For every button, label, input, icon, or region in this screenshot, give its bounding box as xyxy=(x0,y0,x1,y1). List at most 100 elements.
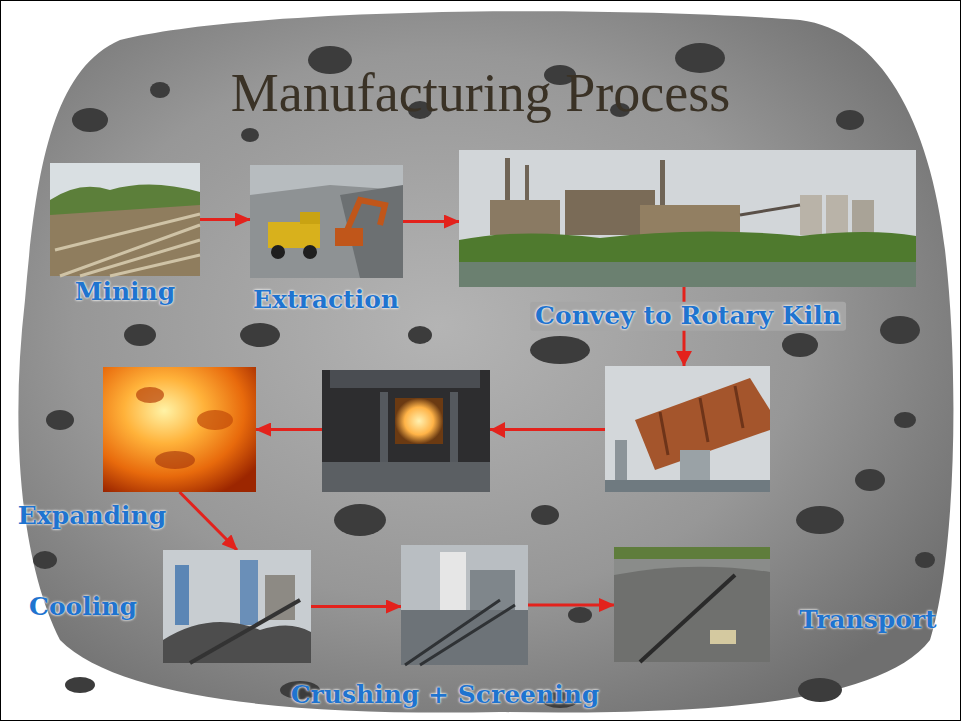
photo-truck xyxy=(268,222,320,248)
step-label-holder: Mining xyxy=(75,278,176,307)
plant-photo xyxy=(459,150,916,287)
photo-fire xyxy=(103,367,256,492)
pore xyxy=(240,323,280,347)
step-label: Cooling xyxy=(29,593,137,622)
photo-frame xyxy=(380,392,388,462)
flow-arrow xyxy=(528,604,614,607)
step-label-holder: Transport xyxy=(799,606,936,635)
pore xyxy=(915,552,935,568)
step-label-holder: Crushing + Screening xyxy=(291,681,600,710)
pore xyxy=(836,110,864,130)
photo-sky xyxy=(605,366,770,492)
extraction-photo xyxy=(250,165,403,278)
pore xyxy=(796,506,844,534)
flow-arrow xyxy=(403,220,459,223)
flow-arrow xyxy=(180,492,238,550)
photo-conveyor xyxy=(190,600,300,663)
photo-silo xyxy=(800,195,822,235)
photo-silo xyxy=(826,195,848,235)
photo-conveyor xyxy=(640,575,735,662)
pore xyxy=(798,678,842,702)
photo-trees xyxy=(459,231,916,262)
photo-sky xyxy=(459,150,916,287)
pore xyxy=(65,677,95,693)
photo-frame xyxy=(450,392,458,462)
photo-silo xyxy=(440,552,466,612)
photo-floor xyxy=(322,462,490,492)
photo-rock xyxy=(250,165,403,278)
photo-trees xyxy=(614,547,770,559)
photo-fire-blob xyxy=(136,387,164,403)
pore xyxy=(72,108,108,132)
step-label-holder: Convey to Rotary Kiln xyxy=(530,302,846,331)
step-label-holder: Extraction xyxy=(253,286,399,315)
photo-conveyor xyxy=(405,600,515,665)
photo-terraces xyxy=(55,214,200,276)
cooling-photo xyxy=(163,550,311,663)
process-step: Crushing + Screening xyxy=(401,545,528,665)
process-step: Cooling xyxy=(163,550,311,663)
crushing-photo xyxy=(401,545,528,665)
photo-truck xyxy=(300,212,320,224)
photo-fire-opening xyxy=(395,398,443,444)
photo-silo xyxy=(852,200,874,235)
process-step: Mining xyxy=(50,163,200,276)
step-label: Transport xyxy=(799,606,936,635)
photo-fire-blob xyxy=(197,410,233,430)
pore xyxy=(150,82,170,98)
pore xyxy=(880,316,920,344)
photo-tank xyxy=(240,560,258,625)
step-label: Extraction xyxy=(253,286,399,315)
photo-gravel xyxy=(614,547,770,662)
photo-duct xyxy=(330,370,480,388)
transport-photo xyxy=(614,547,770,662)
arrow-head xyxy=(676,351,692,366)
pore xyxy=(894,412,916,428)
pore xyxy=(241,128,259,142)
arrow-head xyxy=(490,422,505,438)
step-label-holder: Cooling xyxy=(29,593,137,622)
photo-building xyxy=(490,200,560,235)
slide-title: Manufacturing Process xyxy=(0,62,961,124)
pore xyxy=(408,326,432,344)
step-label-holder: Expanding xyxy=(18,502,166,531)
step-label: Expanding xyxy=(18,502,166,531)
photo-interior xyxy=(322,370,490,492)
pore xyxy=(124,324,156,346)
kiln-photo xyxy=(605,366,770,492)
process-step: Transport xyxy=(614,547,770,662)
photo-water xyxy=(459,262,916,287)
photo-kiln-ring xyxy=(660,386,743,455)
photo-building xyxy=(640,205,740,235)
photo-conveyor xyxy=(740,205,800,215)
pore xyxy=(334,504,386,536)
photo-fire-blob xyxy=(155,451,195,469)
photo-truck xyxy=(710,630,736,644)
photo-pile xyxy=(614,567,770,662)
pore xyxy=(530,336,590,364)
process-step: Convey to Rotary Kiln xyxy=(459,150,916,287)
flow-arrow xyxy=(311,605,401,608)
fire-photo xyxy=(103,367,256,492)
photo-sky xyxy=(401,545,528,665)
flow-arrow xyxy=(200,218,250,221)
process-step: Expanding xyxy=(103,367,256,492)
step-label: Crushing + Screening xyxy=(291,681,600,710)
step-label: Convey to Rotary Kiln xyxy=(530,302,846,331)
photo-ground xyxy=(50,205,200,276)
photo-excavator xyxy=(335,228,363,246)
photo-floor xyxy=(605,480,770,492)
photo-tank xyxy=(175,565,189,625)
photo-wheel xyxy=(303,245,317,259)
pore xyxy=(568,607,592,623)
mining-photo xyxy=(50,163,200,276)
photo-wheel xyxy=(271,245,285,259)
photo-sky xyxy=(163,550,311,663)
pore xyxy=(782,333,818,357)
pore xyxy=(46,410,74,430)
step-label: Mining xyxy=(75,278,176,307)
photo-pile xyxy=(163,622,311,663)
pore xyxy=(855,469,885,491)
process-step: Extraction xyxy=(250,165,403,278)
